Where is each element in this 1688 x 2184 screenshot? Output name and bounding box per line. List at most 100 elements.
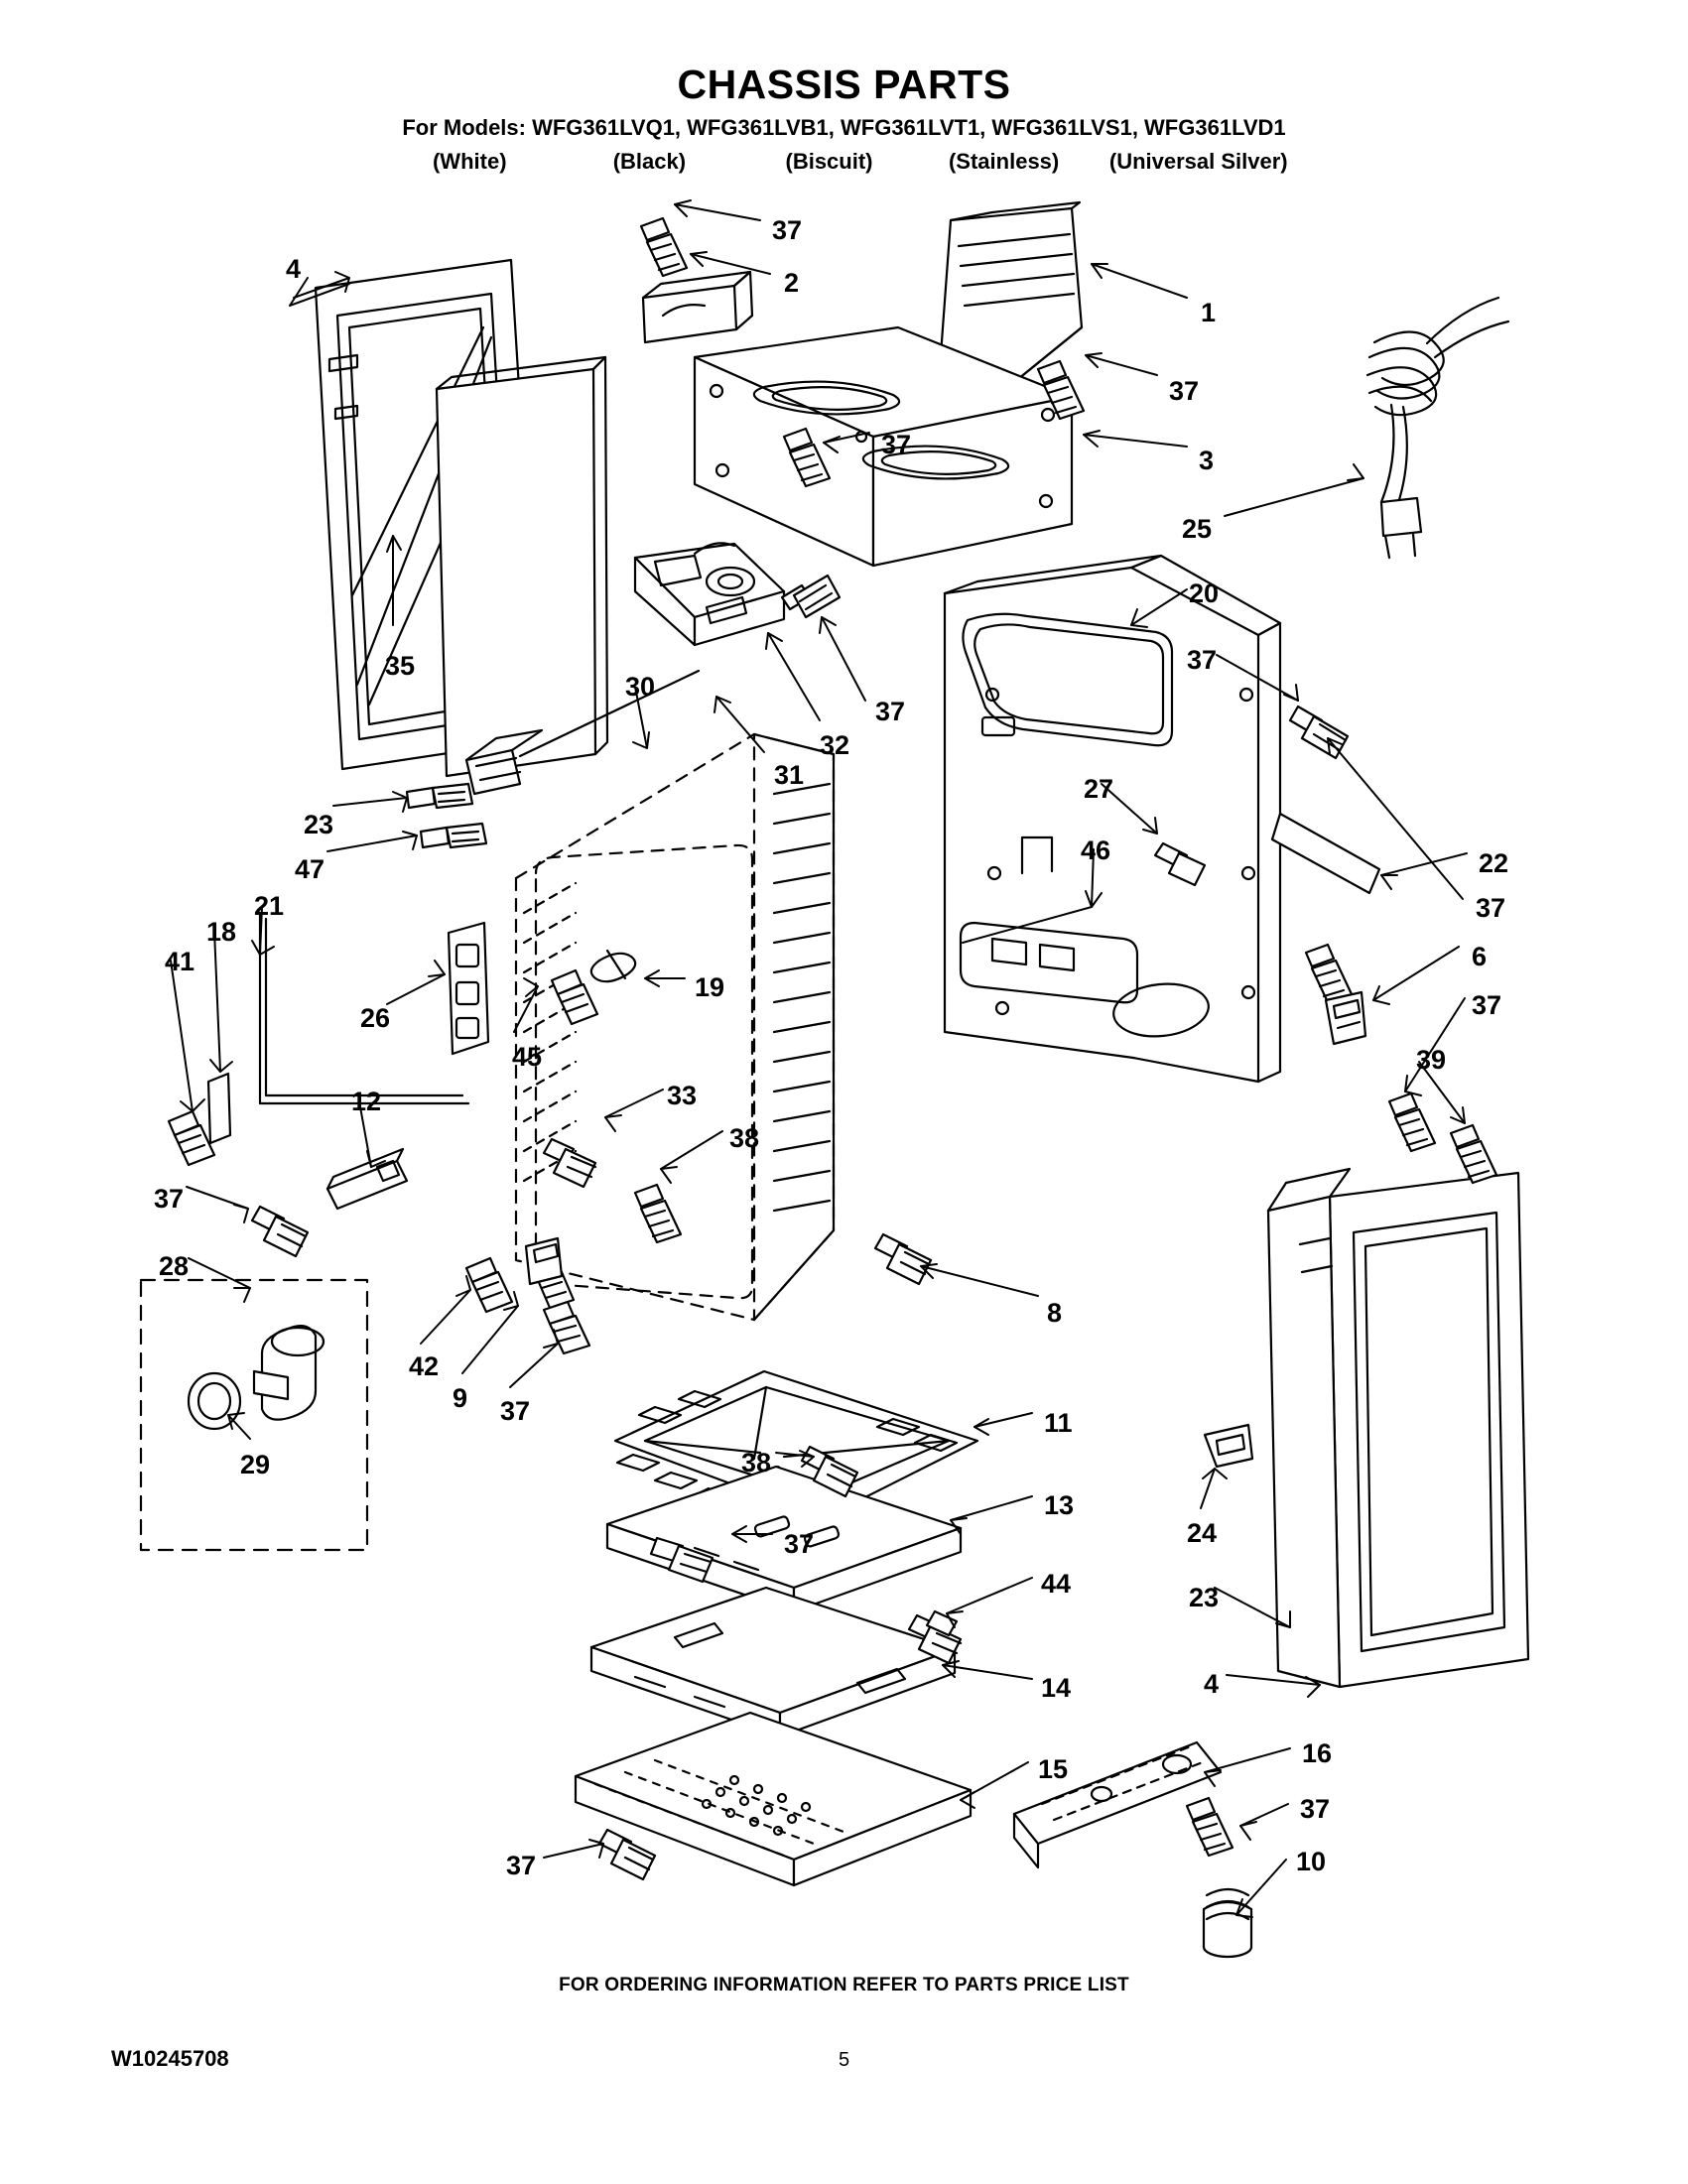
panel-part-14 [589, 1586, 957, 1738]
callout-number-31: 31 [774, 760, 805, 790]
callout-number-20: 20 [1189, 578, 1220, 608]
callout-number-28: 28 [159, 1251, 190, 1281]
callout-number-37: 37 [875, 697, 906, 726]
backguard-part-1 [937, 200, 1084, 394]
callout-number-44: 44 [1041, 1569, 1072, 1599]
screw [550, 968, 599, 1026]
page-number: 5 [838, 2049, 850, 2071]
callout-number-26: 26 [360, 1003, 391, 1033]
screw [1036, 359, 1086, 421]
callout-number-37: 37 [1169, 376, 1200, 406]
callout-number-35: 35 [385, 651, 416, 681]
screw [542, 1300, 591, 1355]
screw [1288, 705, 1350, 760]
models-line: For Models: WFG361LVQ1, WFG361LVB1, WFG3… [402, 115, 1286, 140]
screw [1304, 943, 1354, 1004]
callout-number-37: 37 [881, 430, 912, 459]
screw [780, 574, 842, 619]
callout-number-18: 18 [206, 917, 237, 947]
callout-number-23: 23 [304, 810, 334, 839]
callout-number-15: 15 [1038, 1754, 1069, 1784]
callout-number-1: 1 [1201, 298, 1217, 327]
color-white: (White) [432, 149, 507, 174]
screw [1185, 1796, 1234, 1858]
page-title: CHASSIS PARTS [677, 62, 1011, 107]
callout-number-4: 4 [286, 254, 302, 284]
callout-number-6: 6 [1472, 942, 1488, 971]
screw [633, 1183, 683, 1244]
color-black: (Black) [612, 149, 687, 174]
screw [542, 1137, 597, 1189]
color-legend: (White) (Black) (Biscuit) (Stainless) (U… [0, 149, 1688, 175]
callout-number-27: 27 [1084, 774, 1114, 804]
callout-number-33: 33 [667, 1081, 698, 1110]
hinge-part-30 [464, 669, 701, 796]
bracket-part-2 [641, 270, 754, 344]
callout-number-38: 38 [741, 1448, 772, 1477]
screw [167, 1109, 216, 1167]
screw [419, 822, 488, 849]
callout-number-16: 16 [1302, 1738, 1333, 1768]
callout-number-4: 4 [1204, 1669, 1220, 1699]
screw [464, 1256, 514, 1314]
oven-bottom-part-11 [613, 1369, 979, 1520]
callout-number-37: 37 [784, 1529, 815, 1559]
callout-number-37: 37 [506, 1851, 537, 1880]
screws-group [167, 216, 1498, 1881]
knob-part-29 [139, 1278, 369, 1552]
screw [782, 427, 832, 488]
callout-number-19: 19 [695, 972, 725, 1002]
callout-number-30: 30 [625, 672, 656, 702]
callout-number-37: 37 [154, 1184, 185, 1214]
screw [1387, 1092, 1437, 1153]
callout-number-37: 37 [1472, 990, 1502, 1020]
screw [405, 782, 474, 810]
callout-number-37: 37 [1187, 645, 1218, 675]
callout-number-3: 3 [1199, 446, 1215, 475]
callout-number-8: 8 [1047, 1298, 1063, 1328]
callout-number-37: 37 [1300, 1794, 1331, 1824]
clip-part-9 [524, 1236, 564, 1286]
door-panel-upper-left [314, 258, 609, 778]
callout-number-14: 14 [1041, 1673, 1072, 1703]
screw [1449, 1123, 1498, 1185]
callout-number-29: 29 [240, 1450, 271, 1479]
callout-number-37: 37 [1476, 893, 1506, 923]
door-panel-right [1203, 1167, 1530, 1689]
color-stainless: (Stainless) [948, 149, 1060, 174]
callout-number-37: 37 [500, 1396, 531, 1426]
screw [1153, 841, 1207, 887]
callout-number-2: 2 [784, 268, 800, 298]
power-cord-part-25 [1365, 296, 1510, 560]
callout-number-10: 10 [1296, 1847, 1327, 1876]
callout-number-45: 45 [512, 1042, 543, 1072]
screw [873, 1232, 933, 1286]
main-chassis-part-31 [447, 732, 836, 1322]
bracket-part-12 [325, 1147, 409, 1211]
callout-number-38: 38 [729, 1123, 760, 1153]
screw [800, 1445, 859, 1498]
callout-number-13: 13 [1044, 1490, 1075, 1520]
callout-number-21: 21 [254, 891, 285, 921]
callout-number-32: 32 [820, 730, 850, 760]
screw [528, 1256, 576, 1310]
rear-panel-part-20 [943, 554, 1381, 1084]
screw [250, 1205, 310, 1258]
callout-number-41: 41 [165, 947, 195, 976]
callout-number-37: 37 [772, 215, 803, 245]
callout-number-9: 9 [453, 1383, 468, 1413]
screw-part-44 [925, 1609, 959, 1637]
callout-number-11: 11 [1044, 1408, 1073, 1438]
document-id: W10245708 [111, 2046, 229, 2071]
callout-number-12: 12 [351, 1087, 382, 1116]
leader-lines [170, 199, 1468, 1918]
callout-number-22: 22 [1479, 848, 1509, 878]
callout-number-25: 25 [1182, 514, 1213, 544]
screw [649, 1536, 714, 1584]
callout-number-24: 24 [1187, 1518, 1218, 1548]
screw [907, 1613, 963, 1665]
leveling-leg-part-10 [1202, 1887, 1253, 1959]
screw [597, 1828, 657, 1881]
clip-part-6 [1324, 990, 1367, 1046]
